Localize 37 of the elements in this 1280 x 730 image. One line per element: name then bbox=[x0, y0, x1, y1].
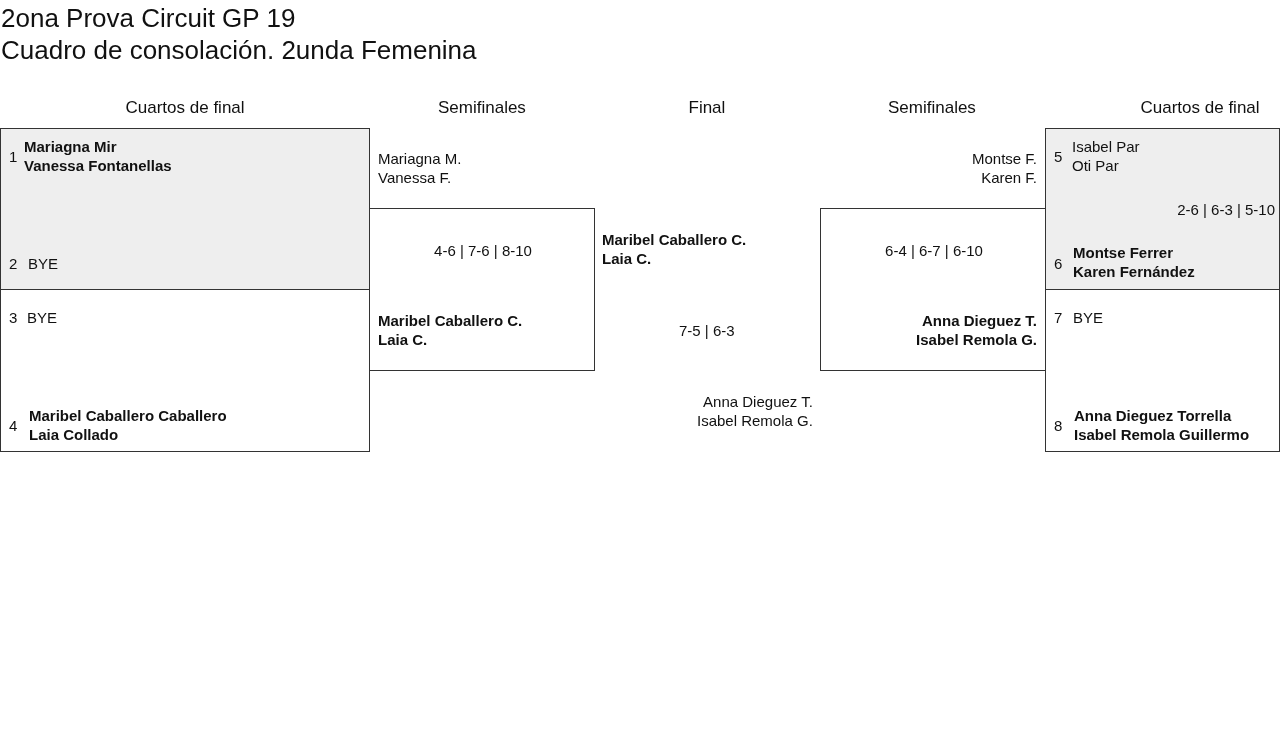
round-heading: Cuartos de final bbox=[125, 97, 245, 119]
seed-number: 3 bbox=[9, 308, 18, 327]
seed-number: 2 bbox=[9, 254, 18, 273]
seed-number: 7 bbox=[1054, 308, 1063, 327]
player-names: Isabel Par Oti Par bbox=[1072, 137, 1140, 175]
player-names: Montse F. Karen F. bbox=[971, 149, 1037, 187]
seed-number: 5 bbox=[1054, 147, 1063, 166]
bracket-box bbox=[1045, 128, 1280, 290]
match-score: 7-5 | 6-3 bbox=[679, 321, 735, 340]
seed-number: 6 bbox=[1054, 254, 1063, 273]
bye-label: BYE bbox=[1073, 308, 1103, 327]
bracket-box bbox=[0, 128, 370, 290]
player-names: Anna Dieguez Torrella Isabel Remola Guillermo bbox=[1074, 406, 1250, 444]
player-names: Mariagna M. Vanessa F. bbox=[378, 149, 462, 187]
diagram-subtitle: Cuadro de consolación. 2unda Femenina bbox=[1, 34, 477, 66]
player-names: Anna Dieguez T. Isabel Remola G. bbox=[697, 392, 813, 430]
diagram-title: 2ona Prova Circuit GP 19 bbox=[1, 2, 296, 34]
round-heading: Cuartos de final bbox=[1140, 97, 1260, 119]
bracket-box bbox=[0, 289, 370, 452]
bye-label: BYE bbox=[27, 308, 57, 327]
player-names: Mariagna Mir Vanessa Fontanellas bbox=[24, 137, 172, 175]
player-names: Maribel Caballero C. Laia C. bbox=[602, 230, 747, 268]
player-names: Montse Ferrer Karen Fernández bbox=[1073, 243, 1195, 281]
bye-label: BYE bbox=[28, 254, 58, 273]
player-names: Anna Dieguez T. Isabel Remola G. bbox=[916, 311, 1037, 349]
round-heading: Final bbox=[688, 97, 726, 119]
seed-number: 4 bbox=[9, 416, 18, 435]
match-score: 2-6 | 6-3 | 5-10 bbox=[1177, 200, 1275, 219]
player-names: Maribel Caballero C. Laia C. bbox=[378, 311, 523, 349]
bracket-box bbox=[1045, 289, 1280, 452]
round-heading: Semifinales bbox=[888, 97, 976, 119]
match-score: 4-6 | 7-6 | 8-10 bbox=[433, 241, 533, 260]
seed-number: 8 bbox=[1054, 416, 1063, 435]
player-names: Maribel Caballero Caballero Laia Collado bbox=[29, 406, 227, 444]
match-score: 6-4 | 6-7 | 6-10 bbox=[884, 241, 984, 260]
seed-number: 1 bbox=[9, 147, 18, 166]
round-heading: Semifinales bbox=[438, 97, 526, 119]
